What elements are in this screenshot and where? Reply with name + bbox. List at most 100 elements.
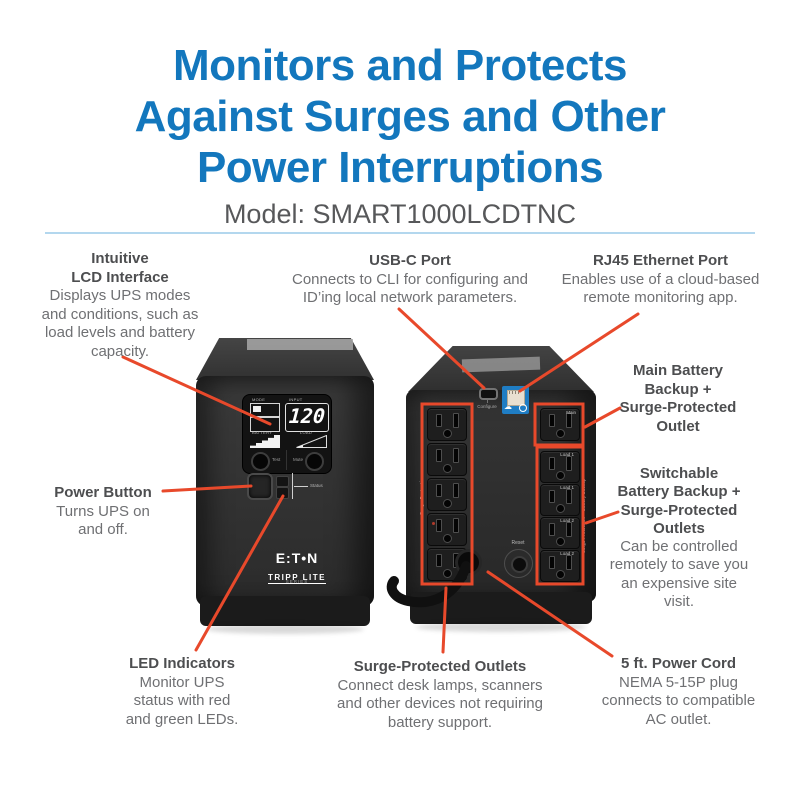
- load-outlet-label: Load 1: [560, 452, 574, 457]
- outlet-ground-hole: [556, 570, 565, 579]
- power-button[interactable]: [247, 473, 273, 500]
- callout-lcd-interface: Intuitive LCD Interface Displays UPS mod…: [39, 250, 201, 362]
- callout-title: Main Battery Backup + Surge-Protected Ou…: [619, 362, 737, 435]
- outlet-ground-hole: [556, 429, 565, 438]
- lcd-input-label: INPUT: [289, 397, 303, 402]
- test-button-label: Test: [272, 457, 281, 462]
- lcd-button-divider: [286, 450, 287, 470]
- usb-c-port[interactable]: [479, 388, 498, 400]
- tripp-lite-wordmark: TRIPP LITE: [252, 567, 342, 585]
- callout-body: Connect desk lamps, scanners and other d…: [337, 676, 543, 731]
- model-number: Model: SMART1000LCDTNC: [223, 199, 577, 229]
- outlet-slot: [566, 555, 572, 570]
- outlet-slot: [566, 413, 572, 428]
- callout-body: NEMA 5-15P plug connects to compatible A…: [601, 673, 756, 728]
- callout-surge-outlets: Surge-Protected Outlets Connect desk lam…: [326, 658, 554, 732]
- lcd-mode-icon: [253, 406, 261, 412]
- test-button[interactable]: [251, 452, 270, 471]
- outlet-ground-hole: [443, 569, 452, 578]
- callout-line-switchable: [584, 510, 620, 525]
- mute-button-label: Mute: [293, 457, 304, 462]
- outlet-slot: [436, 484, 442, 497]
- title-line-1: Monitors and Protects: [173, 41, 628, 90]
- outlet-ground-hole: [443, 534, 452, 543]
- lcd-load-graph: [296, 435, 327, 448]
- header-divider: [45, 232, 755, 234]
- outlet-ground-hole: [443, 429, 452, 438]
- surge-outlet-3[interactable]: [427, 478, 467, 511]
- highlight-box-switchable-outlets: [535, 445, 585, 586]
- cloud-icon: ☁: [504, 402, 512, 411]
- led-scale-line: [292, 473, 293, 499]
- outlet-slot: [566, 489, 572, 504]
- load-outlet-3[interactable]: [540, 517, 580, 549]
- main-outlet[interactable]: [540, 408, 580, 441]
- outlet-ground-hole: [443, 499, 452, 508]
- callout-title: Power Button: [54, 484, 152, 501]
- callout-power-button: Power Button Turns UPS on and off.: [48, 484, 158, 540]
- status-label: Status: [310, 483, 323, 488]
- outlet-slot: [436, 519, 442, 532]
- surge-outlet-4[interactable]: [427, 513, 467, 546]
- callout-line-usb-c: [397, 307, 486, 390]
- outlet-slot: [453, 483, 459, 498]
- eaton-logo: E:T•N: [275, 550, 319, 566]
- front-base: [200, 596, 370, 626]
- network-status-icon: [519, 404, 527, 412]
- callout-line-surge-outlets: [441, 586, 448, 654]
- usb-c-stem: [487, 398, 488, 403]
- power-cord: [386, 561, 471, 608]
- main-outlet-label: Main: [566, 410, 576, 415]
- callout-line-lcd: [121, 355, 272, 426]
- callout-body: Enables use of a cloud-based remote moni…: [561, 270, 760, 307]
- configure-label: Configure: [477, 404, 497, 409]
- callout-title: 5 ft. Power Cord: [620, 655, 736, 672]
- callout-line-rj45: [518, 312, 640, 393]
- rj45-jack: [507, 390, 525, 406]
- reset-breaker-ring: [504, 549, 533, 578]
- lcd-load-label: LOAD: [300, 430, 313, 435]
- surge-outlet-2[interactable]: [427, 443, 467, 476]
- reset-breaker-button[interactable]: [511, 556, 528, 573]
- outlet-slot: [436, 449, 442, 462]
- outlet-ground-hole: [556, 471, 565, 480]
- front-floor-shadow: [206, 624, 364, 634]
- surge-outlet-1[interactable]: [427, 408, 467, 441]
- red-indicator-dot: [432, 522, 435, 525]
- series-label: SERIES: [285, 579, 309, 584]
- outlet-slot: [549, 490, 555, 503]
- rj45-pins: [509, 391, 521, 394]
- lcd-mode-label: MODE: [252, 397, 266, 402]
- outlet-slot: [549, 523, 555, 536]
- load-outlet-label: Load 1: [560, 485, 574, 490]
- front-top-label: [247, 339, 353, 350]
- callout-power-cord: 5 ft. Power Cord NEMA 5-15P plug connect…: [601, 655, 756, 729]
- outlet-slot: [566, 456, 572, 471]
- callout-led-indicators: LED Indicators Monitor UPS status with r…: [122, 655, 242, 729]
- callout-title: LED Indicators: [129, 655, 235, 672]
- brand-line-text: TRIPP LITE: [268, 573, 326, 584]
- callout-usb-c-port: USB-C Port Connects to CLI for configuri…: [285, 252, 535, 308]
- callout-title: Switchable Battery Backup + Surge-Protec…: [617, 465, 741, 537]
- callout-body: Can be controlled remotely to save you a…: [609, 538, 749, 611]
- callout-title: Intuitive LCD Interface: [71, 250, 169, 286]
- load-outlet-1[interactable]: [540, 451, 580, 483]
- lcd-status-box-bottom: [250, 417, 280, 432]
- mute-button[interactable]: [305, 452, 324, 471]
- title-line-2: Against Surges and Other: [134, 92, 666, 142]
- outlet-slot: [453, 518, 459, 533]
- outlet-ground-hole: [443, 464, 452, 473]
- load-outlet-4[interactable]: [540, 550, 580, 582]
- load-outlet-2[interactable]: [540, 484, 580, 516]
- callout-rj45-port: RJ45 Ethernet Port Enables use of a clou…: [553, 252, 768, 308]
- outlet-slot: [549, 556, 555, 569]
- outlet-ground-hole: [556, 537, 565, 546]
- lcd-battery-label: BATTERY: [252, 430, 273, 435]
- load-outlet-label: Load 2: [560, 551, 574, 556]
- outlet-slot: [549, 457, 555, 470]
- lcd-status-box-top: [250, 403, 280, 417]
- callout-body: Turns UPS on and off.: [56, 502, 150, 539]
- callout-title: Surge-Protected Outlets: [353, 658, 527, 675]
